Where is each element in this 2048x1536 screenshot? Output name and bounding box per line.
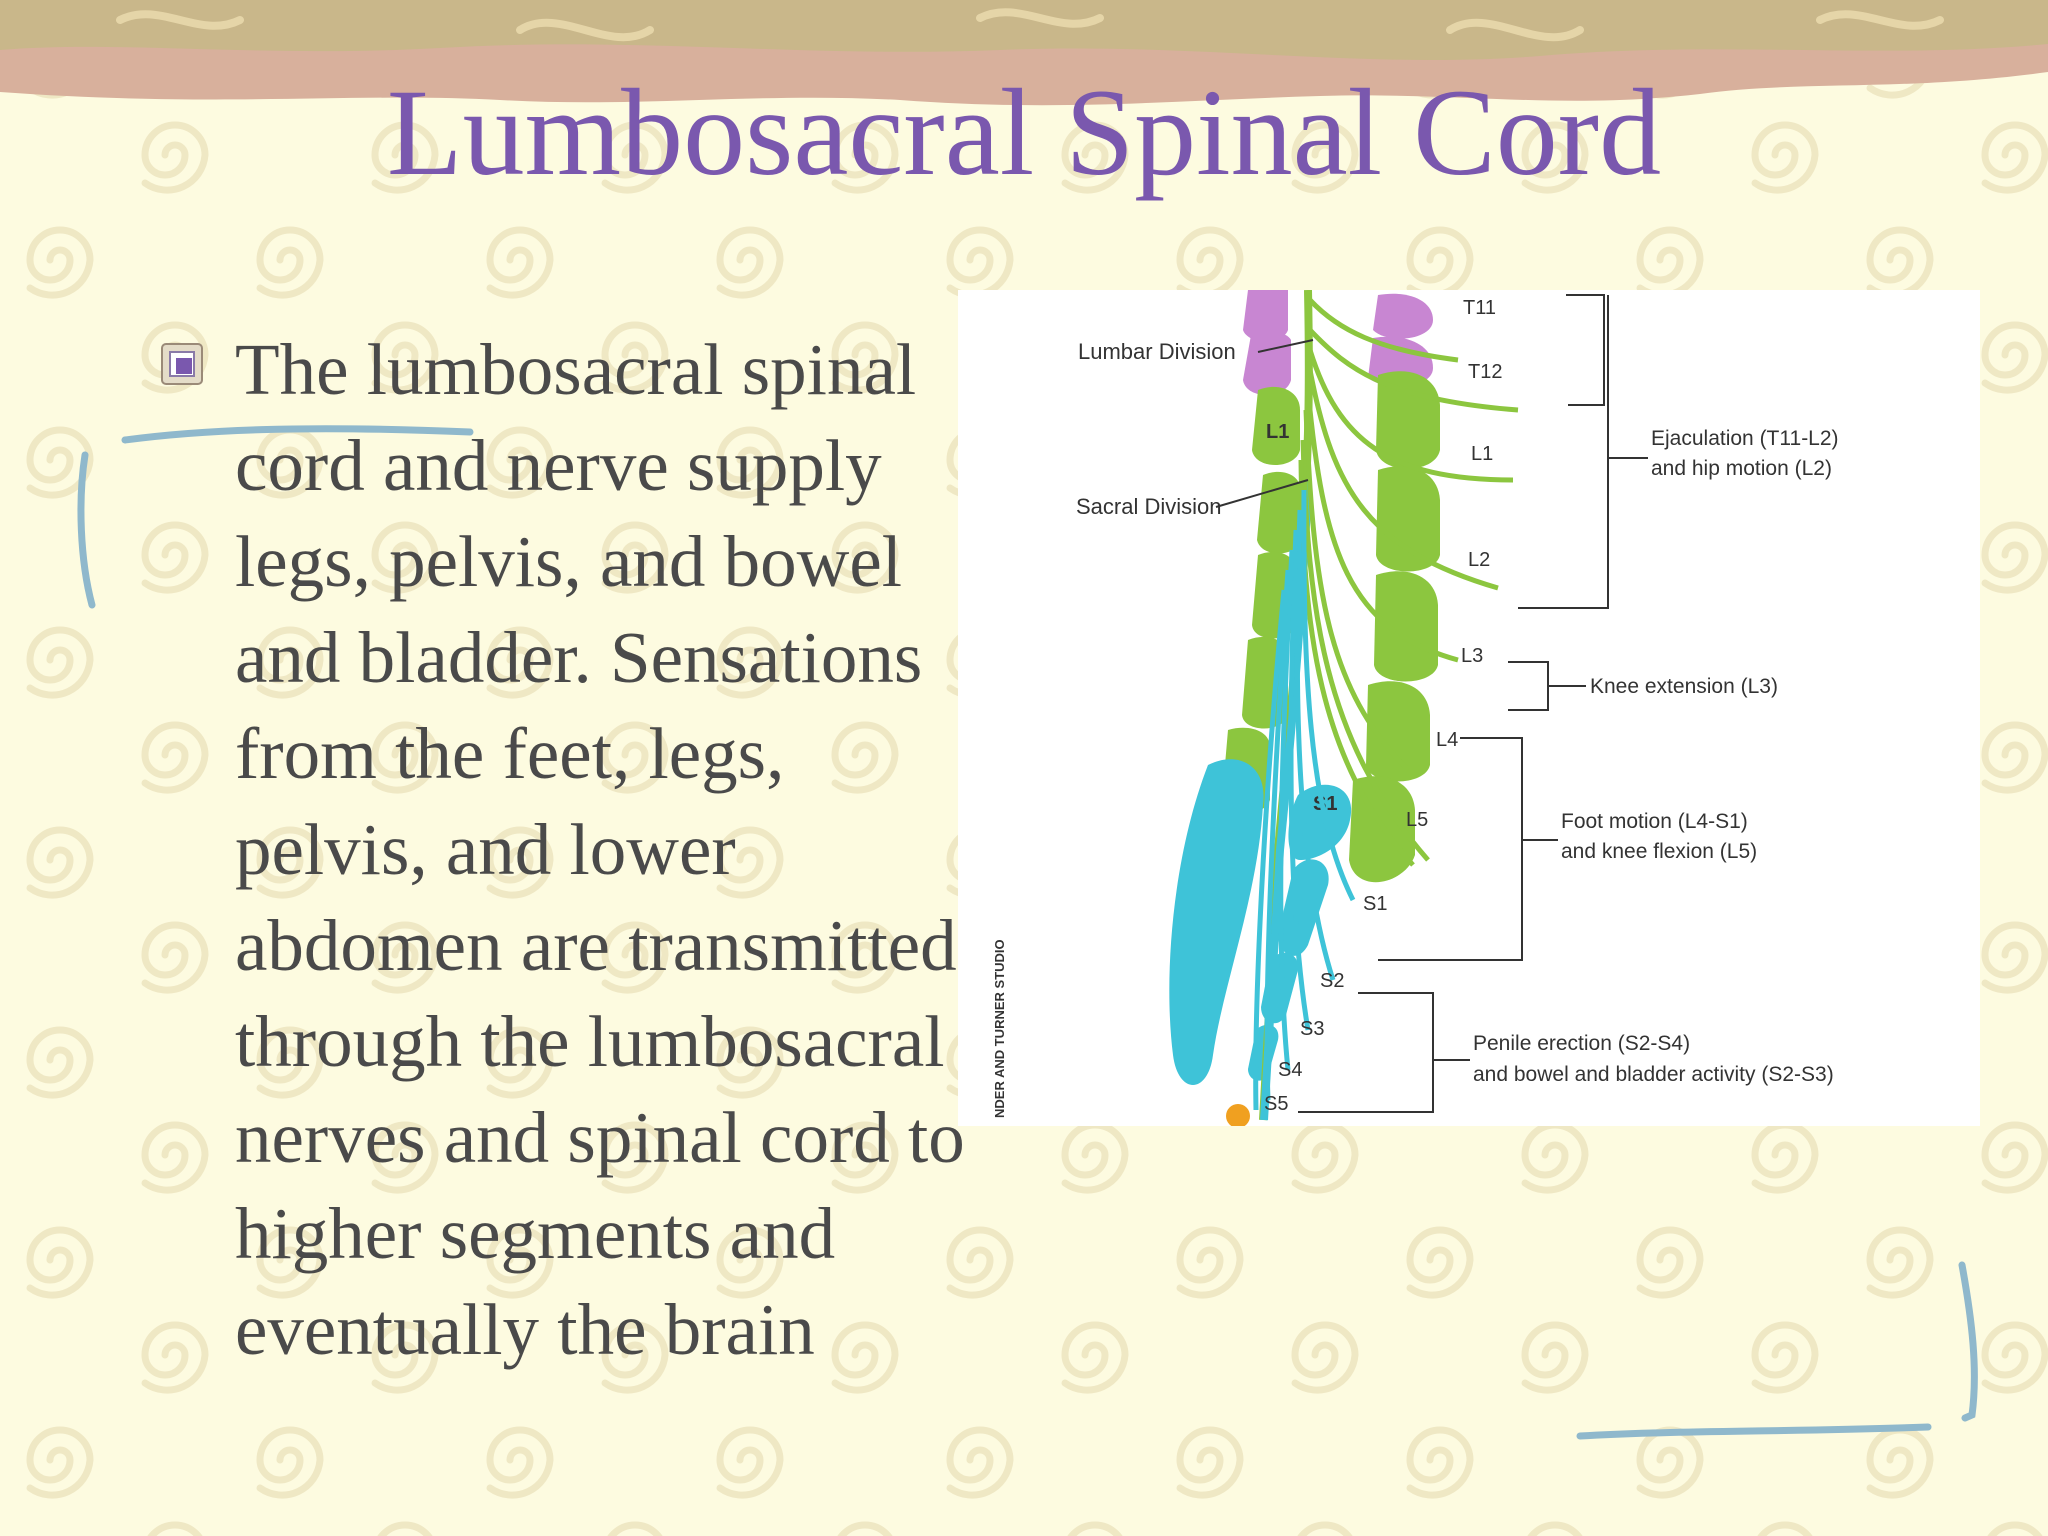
label-l4: L4: [1436, 729, 1458, 751]
label-foot-motion-1: Foot motion (L4-S1): [1561, 810, 1748, 833]
label-lumbar-division: Lumbar Division: [1078, 339, 1236, 364]
label-t12: T12: [1468, 361, 1502, 383]
label-s4: S4: [1278, 1059, 1302, 1081]
label-knee-extension: Knee extension (L3): [1590, 675, 1778, 698]
label-s1: S1: [1363, 893, 1387, 915]
label-sacral-division: Sacral Division: [1076, 494, 1222, 519]
label-ejaculation-2: and hip motion (L2): [1651, 457, 1832, 480]
label-foot-motion-2: and knee flexion (L5): [1561, 840, 1757, 863]
label-l5: L5: [1406, 809, 1428, 831]
label-t11: T11: [1463, 297, 1496, 319]
label-s5: S5: [1264, 1093, 1288, 1115]
image-credit: NDER AND TURNER STUDIO: [992, 939, 1007, 1118]
slide-title: Lumbosacral Spinal Cord: [386, 64, 1662, 201]
label-s2: S2: [1320, 970, 1344, 992]
spinal-cord-diagram: L1 S1: [958, 290, 1980, 1126]
label-penile-1: Penile erection (S2-S4): [1473, 1032, 1690, 1055]
label-ejaculation-1: Ejaculation (T11-L2): [1651, 427, 1839, 450]
label-l2: L2: [1468, 549, 1490, 571]
label-l1-body: L1: [1266, 421, 1289, 443]
bullet-text: The lumbosacral spinal cord and nerve su…: [235, 329, 965, 1370]
label-l3: L3: [1461, 645, 1483, 667]
label-l1: L1: [1471, 443, 1493, 465]
label-s3: S3: [1300, 1018, 1324, 1040]
spinal-cord-illustration: L1 S1: [992, 290, 1839, 1126]
label-penile-2: and bowel and bladder activity (S2-S3): [1473, 1063, 1834, 1086]
bullet-icon: [161, 343, 203, 385]
